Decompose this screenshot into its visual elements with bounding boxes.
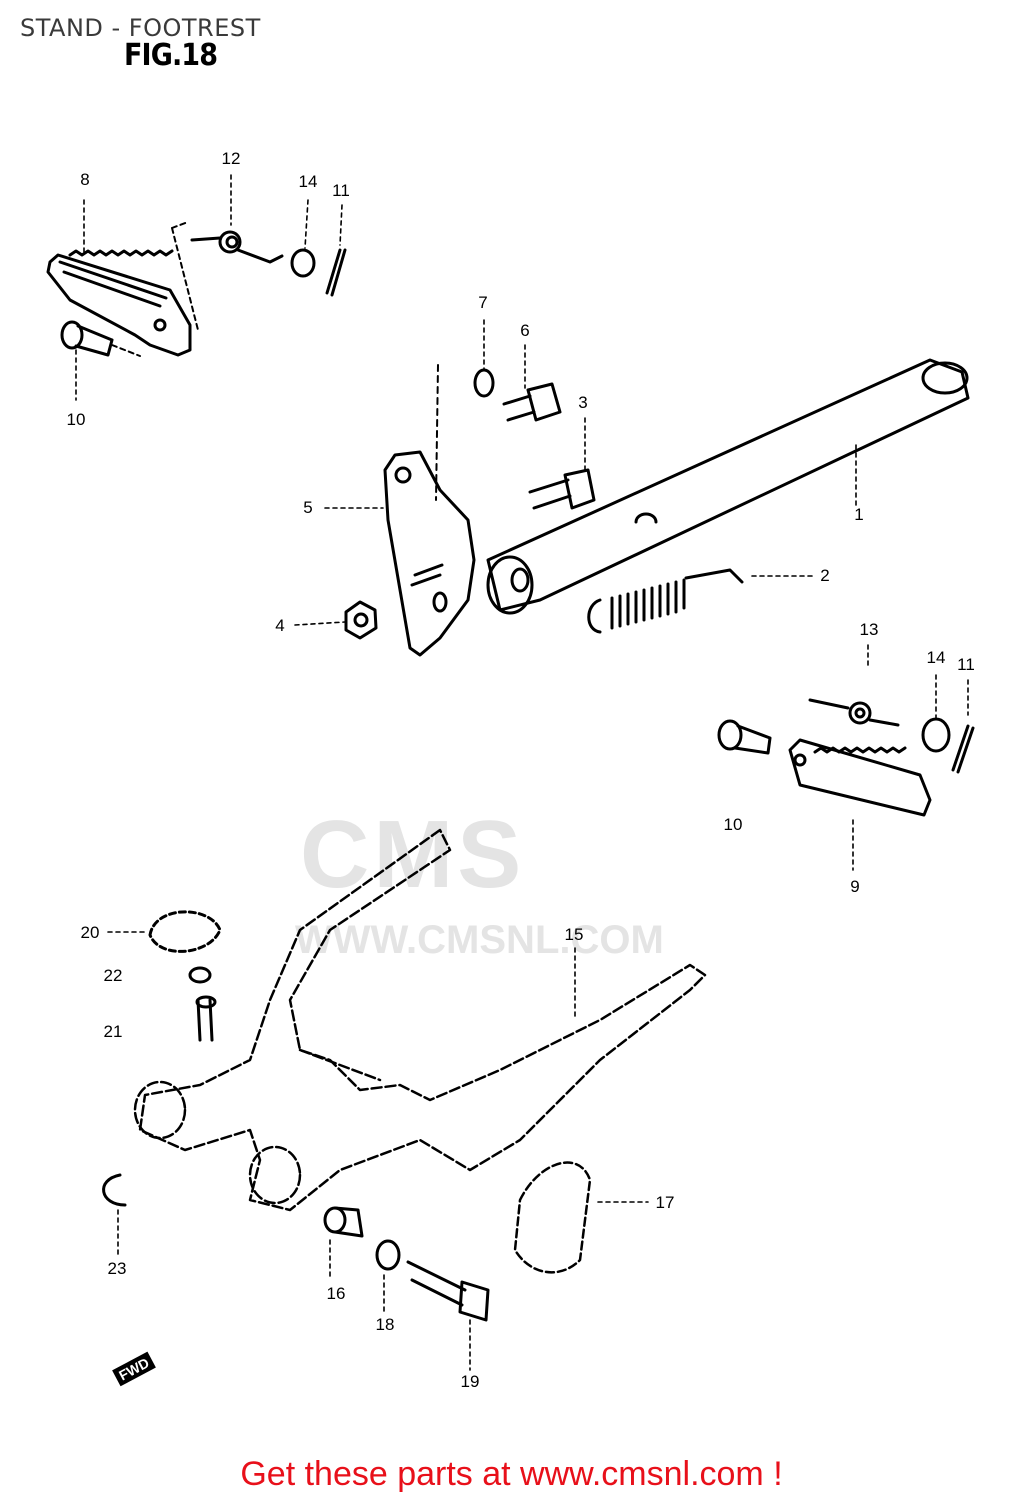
callout-7: 7 [478, 293, 488, 312]
right-cotter-drawing [951, 724, 975, 774]
left-cotter-drawing [325, 248, 347, 297]
callout-21: 21 [103, 1022, 123, 1041]
callout-14-left: 14 [298, 172, 318, 191]
right-footrest-drawing [788, 738, 932, 817]
callout-10-right: 10 [723, 815, 743, 834]
callout-2: 2 [820, 566, 830, 585]
callout-14-right: 14 [926, 648, 946, 667]
side-stand-drawing [486, 358, 970, 615]
stand-bracket-drawing [383, 364, 476, 657]
center-stand-drawing [133, 828, 707, 1212]
left-footrest-drawing [46, 221, 199, 357]
callout-15: 15 [564, 925, 584, 944]
callout-10-left: 10 [66, 410, 86, 429]
nut-drawing [344, 600, 378, 640]
washer-22-drawing [188, 966, 212, 984]
circlip-drawing [102, 1173, 127, 1207]
callout-11-right: 11 [957, 655, 975, 674]
callout-5: 5 [303, 498, 313, 517]
collar-drawing [323, 1206, 364, 1238]
callout-23: 23 [107, 1259, 127, 1278]
left-washer-drawing [290, 248, 316, 278]
right-washer-drawing [921, 717, 951, 753]
callout-17: 17 [655, 1193, 675, 1212]
callout-13: 13 [859, 620, 879, 639]
callout-3: 3 [578, 393, 588, 412]
callout-11-left: 11 [332, 181, 350, 200]
pivot-bolt-drawing [406, 1260, 490, 1322]
callout-4: 4 [275, 616, 285, 635]
stand-cover-drawing [513, 1161, 592, 1274]
bolt-3-drawing [528, 468, 596, 510]
watermark-logo: CMS [300, 801, 526, 908]
page-title: STAND - FOOTREST [20, 14, 261, 42]
callout-8: 8 [80, 170, 90, 189]
leader-lines [75, 174, 969, 1371]
parts-diagram [46, 174, 975, 1371]
right-spring-drawing [808, 698, 900, 727]
rubber-drawing [148, 910, 222, 953]
figure-number: FIG.18 [124, 38, 218, 73]
callout-12: 12 [221, 149, 241, 168]
watermark-url: WWW.CMSNL.COM [295, 918, 664, 962]
bolt-21-drawing [195, 995, 217, 1042]
right-pin-drawing [717, 719, 772, 755]
callout-20: 20 [80, 923, 100, 942]
washer-18-drawing [375, 1239, 401, 1271]
footer-link[interactable]: Get these parts at www.cmsnl.com ! [240, 1455, 783, 1493]
callout-6: 6 [520, 321, 530, 340]
callout-22: 22 [103, 966, 123, 985]
washer-7-drawing [473, 368, 495, 398]
callout-18: 18 [375, 1315, 395, 1334]
left-pin-drawing [60, 320, 141, 357]
bolt-6-drawing [502, 382, 562, 422]
callout-1: 1 [854, 505, 864, 524]
left-spring-drawing [190, 230, 284, 264]
callout-9: 9 [850, 877, 860, 896]
callout-19: 19 [460, 1372, 480, 1391]
stand-spring-drawing [587, 568, 744, 634]
callout-16: 16 [326, 1284, 346, 1303]
